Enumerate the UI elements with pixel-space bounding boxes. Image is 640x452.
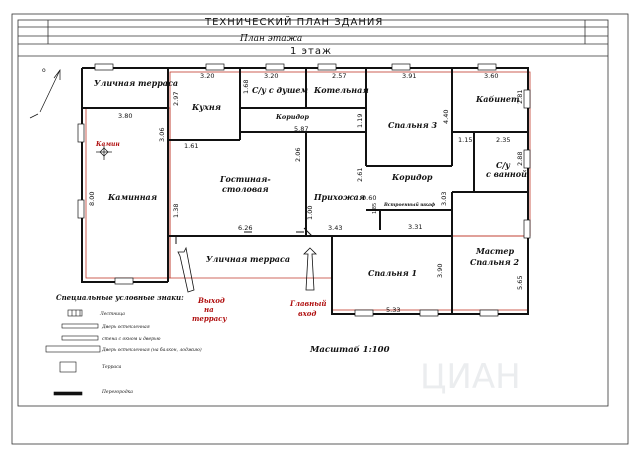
dim-1-85: 1.85 [372,203,378,214]
room-master-2: Спальня 2 [470,257,519,267]
walls [81,67,529,315]
watermark-logo: ЦИАН [420,357,521,397]
note-fireplace: Камин [95,141,120,148]
dim-2-61: 2.61 [356,168,364,182]
doors [175,227,313,244]
room-kitchen: Кухня [191,102,221,112]
room-fireplace-room: Каминная [107,192,157,202]
room-cabinet: Кабинет [475,94,519,104]
dim-1-61: 1.61 [184,142,198,150]
room-corridor-top: Коридор [275,113,309,121]
dim-2-88: 2.88 [516,152,524,166]
note-exit-2: на [204,305,214,314]
scale-label: Масштаб 1:100 [309,344,390,355]
legend-item-wall-window-door: стена с окном и дверью [102,336,161,342]
dim-5-87: 5.87 [294,125,308,133]
room-corridor-right: Коридор [391,172,433,182]
fireplace-icon [96,144,112,160]
svg-text:o: o [42,67,46,74]
legend-item-terrace: Терраса [102,364,122,370]
dim-3-80: 3.80 [118,112,132,120]
room-boiler: Котельная [313,85,369,95]
dim-2-57: 2.57 [332,72,346,80]
dim-1-15: 1.15 [458,136,472,144]
dim-3-43: 3.43 [328,224,342,232]
note-exit-1: Выход [197,296,225,305]
dim-4-40: 4.40 [442,110,450,124]
note-main-1: Главный [289,299,326,308]
room-master-1: Мастер [475,246,514,256]
room-bath-tub-1: С/у [496,160,511,170]
north-arrow-icon: o [29,67,61,119]
legend-item-stairs: Лестница [99,311,125,317]
dim-3-20-a: 3.20 [200,72,214,80]
room-outdoor-terrace-top: Уличная терраса [94,78,178,88]
dim-0-60: 0.60 [362,194,376,202]
dim-2-06: 2.06 [294,148,302,162]
note-main-2: вход [298,309,316,318]
room-outdoor-terrace-bottom: Уличная терраса [206,254,290,264]
dim-8-00: 8.00 [88,192,96,206]
dim-3-03: 3.03 [440,192,448,206]
drawing-frame [11,13,629,445]
dim-2-81: 2.81 [516,90,524,104]
plan-subtitle: План этажа [239,34,302,44]
legend-symbols [45,309,101,396]
room-living-2: столовая [222,184,269,194]
note-exit-3: террасу [192,314,227,323]
dim-3-31: 3.31 [408,223,422,231]
plan-title: ТЕХНИЧЕСКИЙ ПЛАН ЗДАНИЯ [204,15,383,28]
dim-3-60: 3.60 [484,72,498,80]
room-bedroom1: Спальня 1 [368,268,417,278]
dim-5-65: 5.65 [516,276,524,290]
room-bath-shower: С/у с душем [252,85,308,95]
dim-2-97: 2.97 [172,92,180,106]
dim-3-20-b: 3.20 [264,72,278,80]
dim-1-38: 1.38 [172,204,180,218]
room-living-1: Гостиная- [219,174,271,184]
room-hall: Прихожая [313,192,365,202]
dim-1-19: 1.19 [356,114,364,128]
legend-item-glass-door: Дверь остекленная [101,324,150,330]
dim-1-00: 1.00 [306,206,314,220]
windows [77,63,531,317]
dim-3-90: 3.90 [436,264,444,278]
exit-arrow-icon [177,246,317,293]
room-wardrobe: Встроенный шкаф [383,201,435,208]
room-bedroom3: Спальня 3 [388,120,437,130]
dim-2-35: 2.35 [496,136,510,144]
floor-label: 1 этаж [290,46,332,57]
room-bath-tub-2: с ванной [486,169,527,179]
dim-3-91: 3.91 [402,72,416,80]
dim-3-06: 3.06 [158,128,166,142]
dim-1-68: 1.68 [242,80,250,94]
legend-item-partition: Перегородка [101,389,133,395]
dim-5-33: 5.33 [386,306,400,314]
legend-title: Специальные условные знаки: [56,293,184,302]
dim-6-26: 6.26 [238,224,252,232]
legend-item-balcony-door: Дверь остекленная (на балкон, лоджию) [101,346,202,353]
